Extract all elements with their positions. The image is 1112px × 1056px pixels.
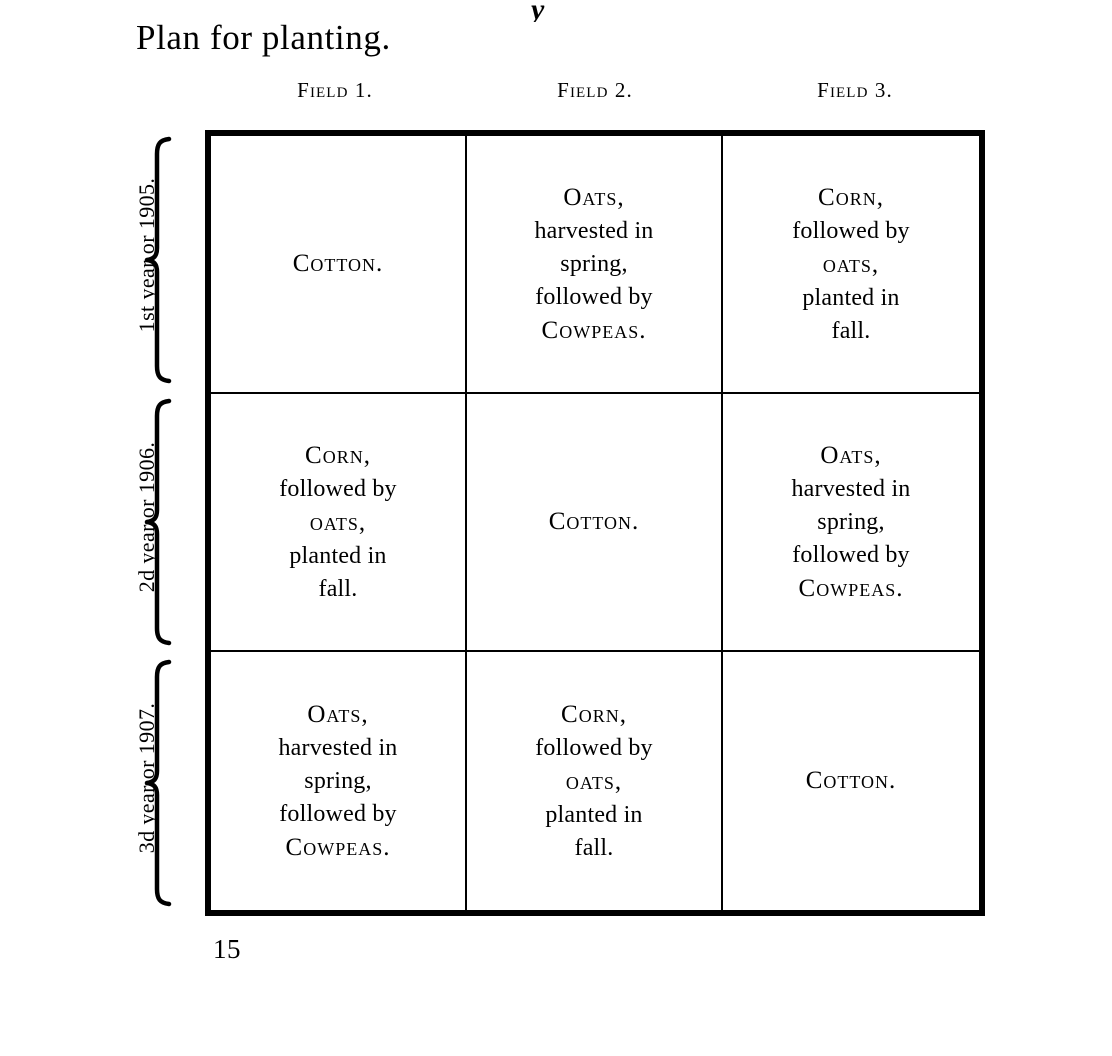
table-cell-year2-field2: Cotton. xyxy=(467,394,723,652)
row-label-group-year-1: 1st year or 1905. xyxy=(112,130,205,391)
cell-text: Cotton. xyxy=(548,508,640,535)
table-cell-year1-field1: Cotton. xyxy=(211,136,467,394)
curly-brace-icon xyxy=(143,398,173,646)
cell-text: Cotton. xyxy=(292,250,384,277)
column-header-field-3: Field 3. xyxy=(817,78,893,102)
table-cell-year3-field3: Cotton. xyxy=(723,652,979,910)
stray-ink-mark: y xyxy=(531,0,545,22)
row-label-group-year-3: 3d year or 1907. xyxy=(112,653,205,914)
curly-brace-icon xyxy=(143,659,173,907)
column-header-field-2: Field 2. xyxy=(557,78,633,102)
row-label-column: 1st year or 1905. 2d year or 1906. 3d ye… xyxy=(112,130,205,915)
page-number: 15 xyxy=(213,934,241,964)
column-header-field-1: Field 1. xyxy=(297,78,373,102)
page-title: Plan for planting. xyxy=(136,18,391,57)
row-label-group-year-2: 2d year or 1906. xyxy=(112,392,205,653)
cell-text: Cotton. xyxy=(805,767,897,794)
curly-brace-icon xyxy=(143,136,173,384)
column-header-row: Field 1. Field 2. Field 3. xyxy=(205,78,985,106)
